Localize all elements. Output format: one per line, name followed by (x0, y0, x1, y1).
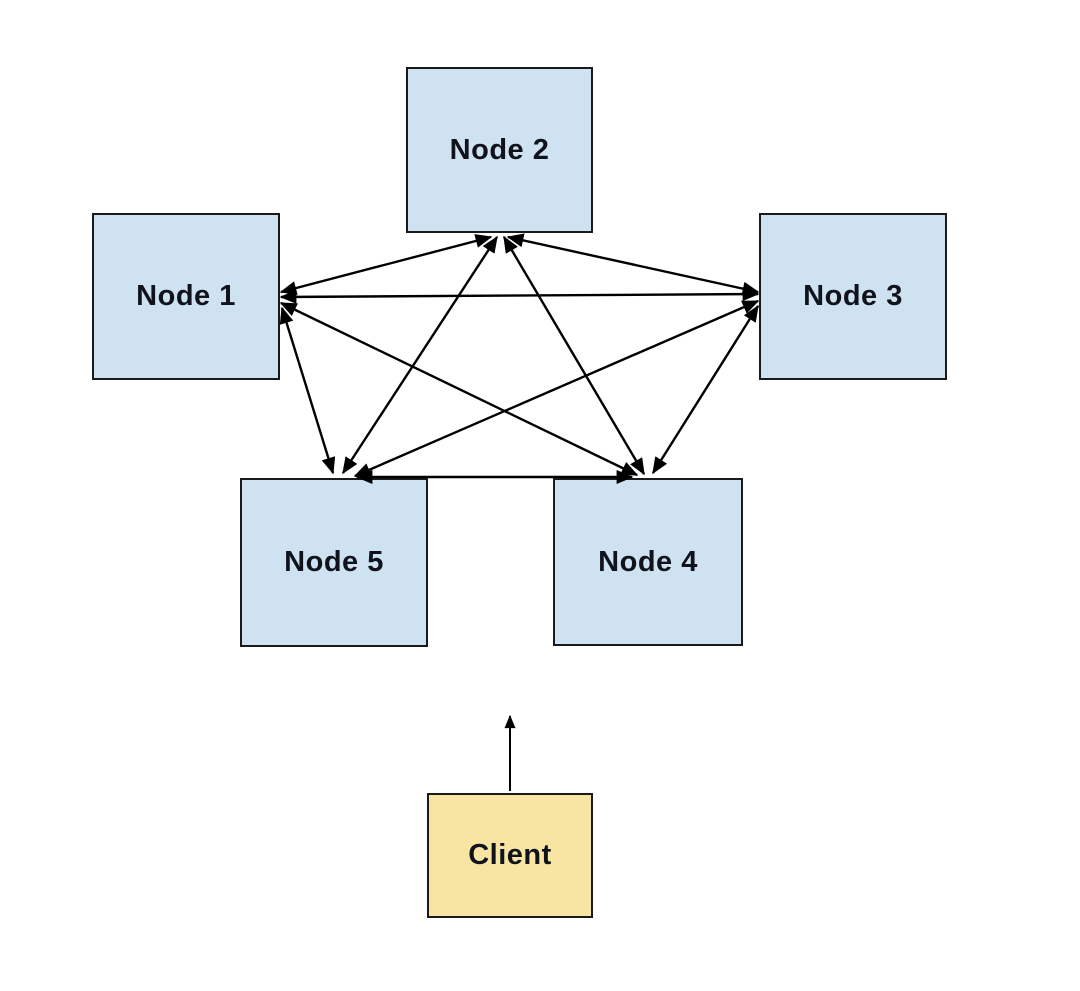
node-label-node-3: Node 3 (803, 280, 903, 312)
client-box: Client (427, 793, 593, 918)
node-box-node-1: Node 1 (92, 213, 280, 380)
node-label-node-2: Node 2 (449, 133, 550, 166)
node-label-node-1: Node 1 (136, 280, 236, 312)
client-label: Client (468, 839, 552, 871)
node-box-node-5: Node 5 (240, 478, 428, 647)
node-box-node-3: Node 3 (759, 213, 947, 380)
node-box-node-4: Node 4 (553, 478, 743, 646)
node-box-node-2: Node 2 (406, 67, 593, 233)
node-label-node-4: Node 4 (598, 545, 698, 578)
node-label-node-5: Node 5 (284, 546, 384, 578)
